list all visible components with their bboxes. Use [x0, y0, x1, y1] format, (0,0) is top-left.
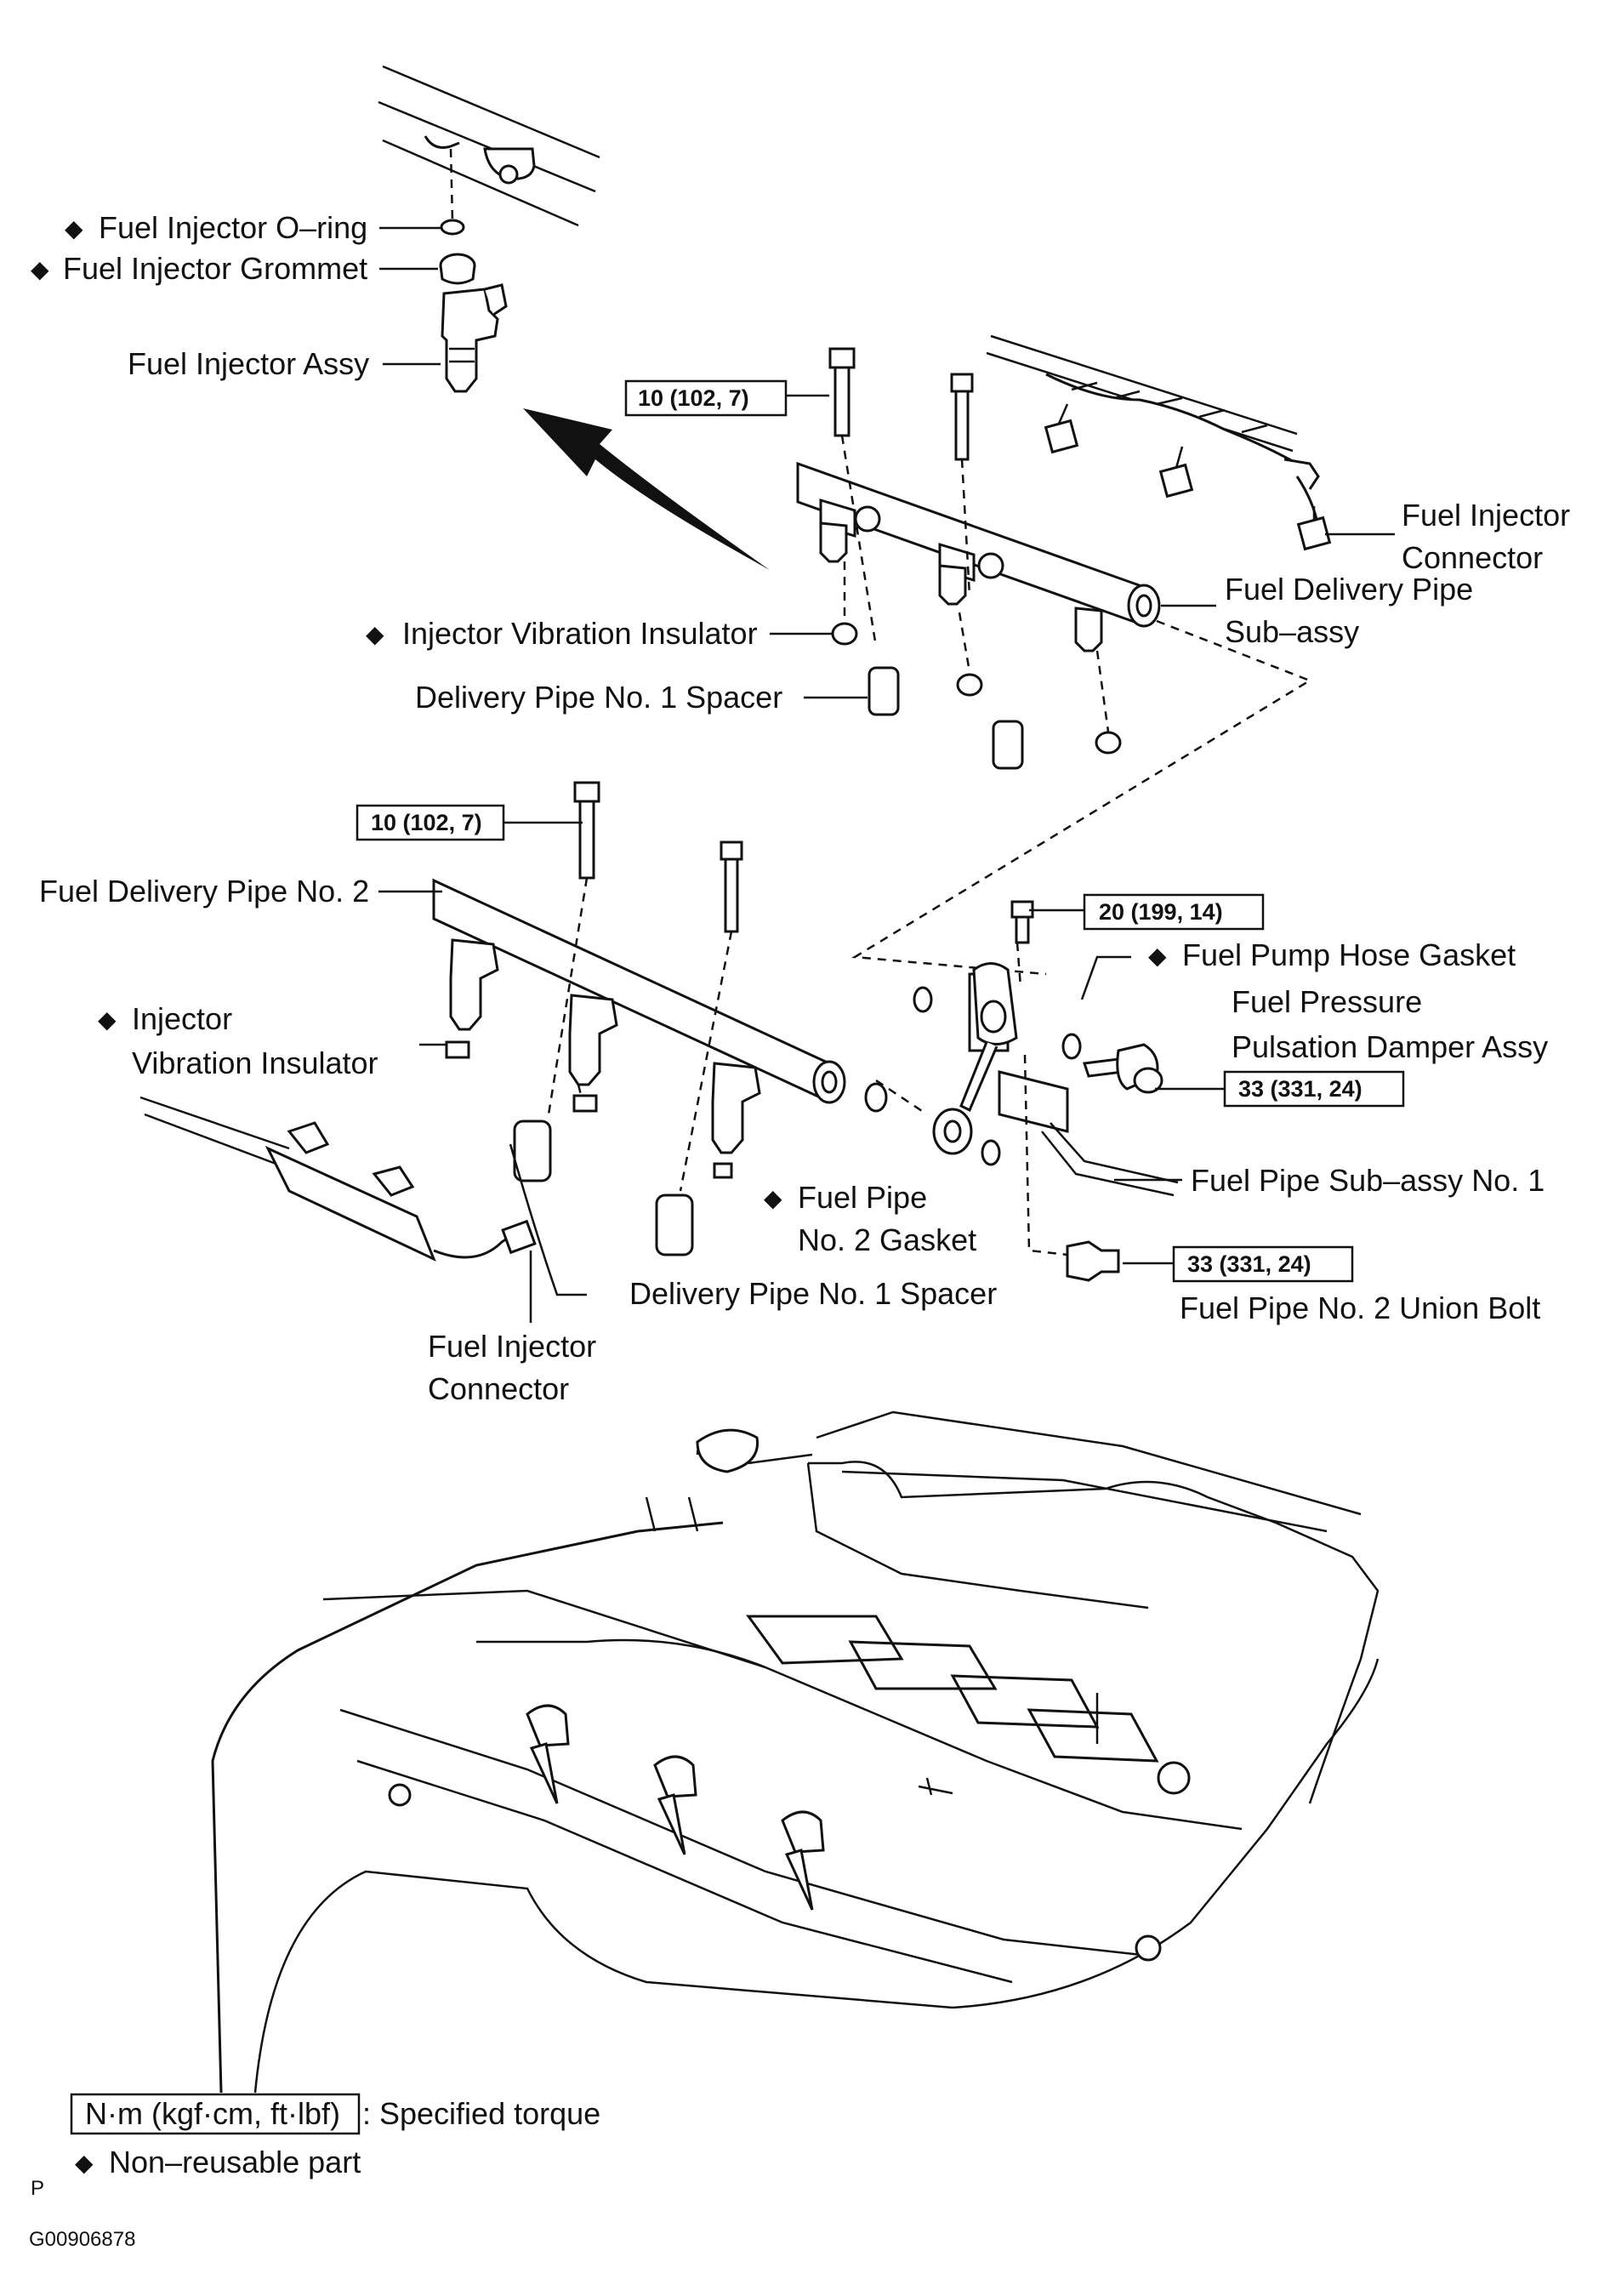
torque-value-fuel-pipe-bolt: 20 (199, 14)	[1099, 899, 1223, 925]
pulsation-damper-icon	[1082, 1043, 1163, 1094]
torque-value-delivery-pipe-bolt-upper: 10 (102, 7)	[638, 385, 749, 411]
label-fuel-pump-hose-gasket: Fuel Pump Hose Gasket	[1182, 937, 1516, 972]
label-fuel-injector-connector-upper-line2: Connector	[1402, 540, 1543, 575]
label-fuel-delivery-pipe-subassy: Fuel Delivery Pipe	[1225, 572, 1473, 607]
legend-torque-unit: N·m (kgf·cm, ft·lbf)	[85, 2096, 340, 2131]
part-labels: ◆ Fuel Injector O–ring ◆ Fuel Injector G…	[31, 210, 1570, 1406]
engine-block-illustration	[211, 1410, 1380, 2094]
torque-box-delivery-pipe-bolt-upper	[624, 379, 788, 417]
label-fuel-injector-connector-upper: Fuel Injector	[1402, 498, 1570, 533]
torque-value-delivery-pipe-bolt-lower: 10 (102, 7)	[371, 810, 482, 835]
label-fuel-injector-connector-lower-line2: Connector	[428, 1371, 569, 1406]
leader-lines	[378, 226, 1395, 1323]
nonreusable-marker-icon: ◆	[98, 1006, 117, 1034]
lower-delivery-pipe-illustration	[139, 781, 1179, 1282]
nonreusable-marker-icon: ◆	[65, 214, 83, 242]
torque-value-pulsation-damper: 33 (331, 24)	[1238, 1076, 1363, 1102]
label-fuel-pipe-subassy-no1: Fuel Pipe Sub–assy No. 1	[1191, 1163, 1545, 1198]
page-marker: P	[31, 2177, 44, 2200]
torque-box-union-bolt	[1172, 1245, 1354, 1283]
fuel-pipe-bracket-illustration	[875, 900, 1179, 1256]
label-injector-vibration-insulator-lower-line2: Vibration Insulator	[132, 1045, 378, 1080]
torque-box-pulsation-damper	[1223, 1070, 1405, 1108]
label-fuel-pressure-pulsation-damper: Fuel Pressure	[1232, 984, 1422, 1019]
label-fuel-pipe-no2-gasket: Fuel Pipe	[798, 1180, 927, 1215]
nonreusable-marker-icon: ◆	[75, 2149, 94, 2177]
torque-box-delivery-pipe-bolt-lower	[356, 804, 505, 841]
label-fuel-injector-assy: Fuel Injector Assy	[128, 346, 369, 381]
label-fuel-injector-connector-lower: Fuel Injector	[428, 1329, 596, 1364]
legend-nonreusable-desc: Non–reusable part	[109, 2145, 361, 2179]
injector-detail-illustration	[378, 65, 770, 570]
lower-harness-illustration	[139, 1096, 537, 1262]
label-injector-vibration-insulator-upper: Injector Vibration Insulator	[402, 616, 758, 651]
union-bolt-icon	[1066, 1240, 1120, 1282]
label-fuel-delivery-pipe-subassy-line2: Sub–assy	[1225, 614, 1359, 649]
label-fuel-injector-grommet: Fuel Injector Grommet	[63, 251, 367, 286]
upper-delivery-pipe-illustration	[796, 334, 1332, 976]
torque-value-union-bolt: 33 (331, 24)	[1187, 1251, 1311, 1277]
label-fuel-pressure-pulsation-damper-line2: Pulsation Damper Assy	[1232, 1029, 1548, 1064]
label-delivery-pipe-spacer-upper: Delivery Pipe No. 1 Spacer	[415, 680, 782, 715]
label-fuel-delivery-pipe-no2: Fuel Delivery Pipe No. 2	[39, 874, 369, 909]
label-fuel-injector-oring: Fuel Injector O–ring	[99, 210, 367, 245]
nonreusable-marker-icon: ◆	[1148, 942, 1167, 970]
label-injector-vibration-insulator-lower: Injector	[132, 1001, 232, 1036]
legend: N·m (kgf·cm, ft·lbf) : Specified torque …	[29, 2093, 600, 2251]
torque-box-fuel-pipe-bolt	[1083, 893, 1265, 931]
nonreusable-marker-icon: ◆	[31, 255, 49, 283]
fuel-injector-icon	[441, 283, 508, 393]
oring-icon	[440, 219, 465, 236]
torque-spec-boxes: 10 (102, 7) 10 (102, 7) 20 (199, 14) 33 …	[356, 379, 1405, 1283]
label-fuel-pipe-no2-union-bolt: Fuel Pipe No. 2 Union Bolt	[1180, 1290, 1540, 1325]
legend-torque-desc: : Specified torque	[362, 2096, 600, 2131]
label-delivery-pipe-spacer-lower: Delivery Pipe No. 1 Spacer	[629, 1276, 997, 1311]
figure-id: G00906878	[29, 2228, 135, 2251]
nonreusable-marker-icon: ◆	[366, 620, 384, 648]
label-fuel-pipe-no2-gasket-line2: No. 2 Gasket	[798, 1222, 976, 1257]
curved-arrow-icon	[523, 408, 770, 570]
bolt-icon	[828, 347, 856, 369]
nonreusable-marker-icon: ◆	[764, 1184, 782, 1212]
legend-torque-box	[70, 2093, 361, 2135]
